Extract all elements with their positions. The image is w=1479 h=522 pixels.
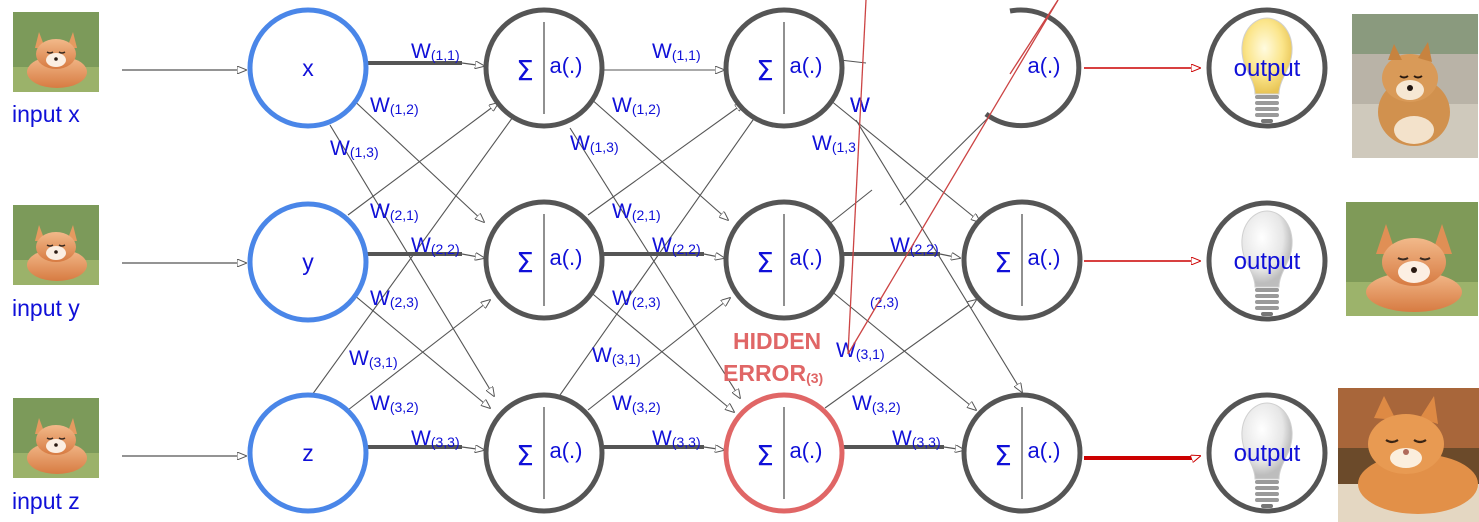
sum-symbol: Σ: [994, 246, 1012, 279]
activation-label: a(.): [550, 438, 583, 463]
weight-label: W(2,2): [890, 234, 939, 257]
weight-label: W(1,1): [652, 40, 701, 63]
sum-symbol: Σ: [756, 439, 774, 472]
input-label-y: input y: [12, 295, 80, 321]
activation-label: a(.): [550, 245, 583, 270]
weight-label: W(3,3): [652, 427, 701, 450]
sum-symbol: Σ: [756, 246, 774, 279]
weight-label: W(2,1): [612, 200, 661, 223]
sum-symbol: Σ: [756, 54, 774, 87]
weight-label: W(1,3): [330, 137, 379, 160]
svg-text:ERROR(3): ERROR(3): [723, 360, 823, 386]
weight-label: W(3,1): [592, 344, 641, 367]
weight-label: W(2,3): [370, 287, 419, 310]
activation-label: a(.): [1028, 53, 1061, 78]
svg-text:y: y: [302, 249, 314, 275]
activation-label: a(.): [790, 53, 823, 78]
weight-label: W(2,1): [370, 200, 419, 223]
sum-symbol: Σ: [516, 54, 534, 87]
weight-label: W(1,3): [570, 132, 619, 155]
weight-label: W(3,2): [852, 392, 901, 415]
sum-symbol: Σ: [516, 246, 534, 279]
activation-label: a(.): [790, 245, 823, 270]
weight-label: W(1,2): [370, 94, 419, 117]
output-node-3: output: [1209, 395, 1325, 511]
output-label: output: [1234, 55, 1301, 82]
weight-label: W(3,1): [836, 339, 885, 362]
weight-label: W(3,3): [892, 427, 941, 450]
weight-label: W(3,2): [612, 392, 661, 415]
weight-label: W(3,1): [349, 347, 398, 370]
neuron-l3-1: a(.): [986, 10, 1079, 126]
svg-text:HIDDEN: HIDDEN: [733, 328, 821, 354]
weight-label: W(2,2): [411, 234, 460, 257]
output-node-2: output: [1209, 203, 1325, 319]
weight-label: (2,3): [870, 294, 899, 310]
output-label: output: [1234, 440, 1301, 467]
output-label: output: [1234, 248, 1301, 275]
weight-label: W(3,2): [370, 392, 419, 415]
sum-symbol: Σ: [516, 439, 534, 472]
weight-label: W(1,3: [812, 132, 856, 155]
hidden-error-label: HIDDEN ERROR(3): [723, 328, 823, 386]
input-image-x: [13, 12, 99, 92]
activation-label: a(.): [1028, 438, 1061, 463]
activation-label: a(.): [1028, 245, 1061, 270]
output-edges: [1084, 68, 1200, 458]
input-node-y: y: [250, 204, 366, 320]
weight-label: W(2,3): [612, 287, 661, 310]
activation-label: a(.): [550, 53, 583, 78]
weight-label: W(3,3): [411, 427, 460, 450]
svg-text:x: x: [302, 55, 314, 81]
weight-label: W(2,2): [652, 234, 701, 257]
sum-symbol: Σ: [994, 439, 1012, 472]
input-node-x: x: [250, 10, 366, 126]
weight-label: W(1,1): [411, 40, 460, 63]
input-image-z: [13, 398, 99, 478]
output-node-1: output: [1209, 10, 1325, 126]
activation-label: a(.): [790, 438, 823, 463]
output-image-fox: [1346, 202, 1478, 316]
input-image-y: [13, 205, 99, 285]
output-image-dog: [1352, 14, 1478, 158]
input-label-z: input z: [12, 488, 80, 514]
input-node-z: z: [250, 395, 366, 511]
weight-label: W(1,2): [612, 94, 661, 117]
input-label-x: input x: [12, 101, 80, 127]
output-image-cat: [1338, 388, 1479, 522]
svg-text:z: z: [302, 440, 314, 466]
input-arrows: [122, 70, 246, 456]
